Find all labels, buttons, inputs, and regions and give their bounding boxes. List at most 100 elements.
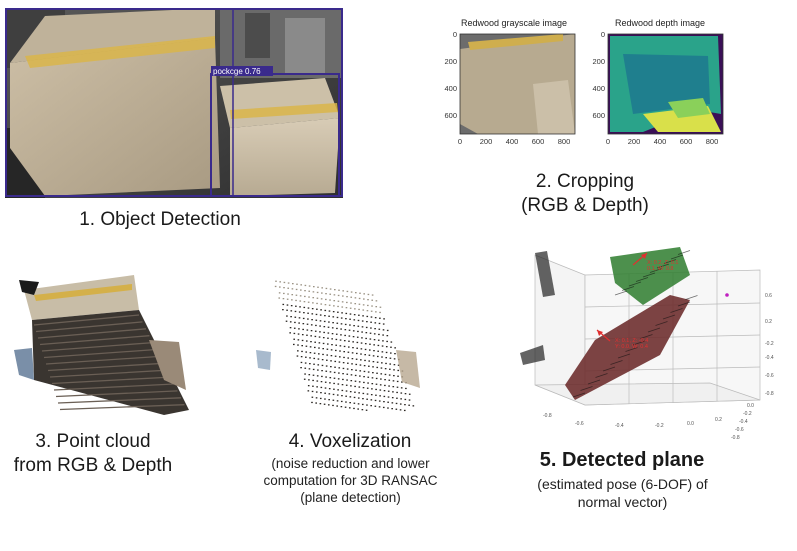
voxel-point [372, 361, 375, 363]
voxel-point [408, 404, 410, 406]
voxel-point [308, 368, 311, 370]
voxel-point [353, 396, 356, 399]
voxel-point [315, 319, 318, 321]
voxel-point [350, 291, 353, 293]
voxel-point [346, 373, 349, 375]
plane-stripe [670, 308, 683, 313]
voxel-point [353, 319, 356, 321]
voxel-point [360, 342, 363, 344]
voxel-point [366, 393, 369, 395]
voxel-point [361, 331, 363, 333]
voxel-point [322, 348, 324, 350]
voxel-point [278, 297, 281, 299]
voxel-point [338, 289, 340, 291]
voxel-point [324, 381, 327, 383]
plane-stripe [632, 340, 646, 346]
voxel-point [352, 347, 354, 349]
voxel-point [287, 282, 290, 284]
voxel-point [382, 406, 385, 409]
voxel-point [331, 338, 333, 340]
voxel-point [371, 388, 373, 390]
voxel-point [334, 366, 336, 368]
voxel-point [395, 408, 398, 410]
voxel-point [316, 302, 318, 305]
voxel-point [396, 391, 398, 394]
voxel-point [329, 382, 331, 384]
voxel-point [377, 350, 379, 352]
voxel-point [381, 356, 383, 358]
voxel-point [286, 315, 288, 317]
voxel-point [373, 344, 375, 346]
voxel-point [358, 386, 361, 388]
voxel-point [320, 381, 323, 383]
voxel-point [329, 293, 332, 295]
voxel-point [291, 288, 294, 290]
voxel-point [328, 310, 331, 312]
voxel-point [294, 321, 296, 324]
depth-xtick-2: 400 [654, 137, 667, 146]
caption-point-cloud-line2: from RGB & Depth [13, 454, 173, 476]
voxel-point [393, 375, 395, 377]
voxel-point [283, 287, 285, 289]
voxel-point [336, 322, 339, 324]
voxel-point [321, 359, 324, 361]
point-cloud-stripe [37, 328, 147, 339]
voxel-point [287, 287, 290, 289]
voxel-point [310, 324, 313, 326]
voxel-point [359, 375, 361, 377]
voxel-point [369, 338, 372, 340]
voxel-point [301, 339, 304, 342]
voxel-point [379, 389, 382, 391]
voxel-point [395, 402, 398, 405]
voxel-point [337, 378, 340, 380]
voxel-point [314, 341, 316, 343]
voxel-point [319, 320, 322, 322]
voxel-point [348, 407, 351, 409]
voxel-point [393, 358, 396, 360]
plane-stripe [572, 392, 586, 398]
voxel-point [336, 394, 339, 396]
voxel-point [351, 363, 353, 365]
voxel-point [323, 320, 326, 323]
voxel-point [318, 336, 321, 338]
voxel-point [354, 374, 357, 377]
voxel-point [349, 402, 351, 404]
gray-xtick-3: 600 [532, 137, 545, 146]
voxel-point [373, 333, 376, 335]
voxel-point [354, 308, 356, 310]
detected-plane-note-line2: normal vector) [577, 493, 668, 510]
voxel-point [279, 281, 281, 283]
voxel-point [320, 309, 322, 311]
voxel-point [304, 290, 306, 292]
voxel-point [375, 377, 378, 380]
voxel-point [327, 332, 330, 334]
voxel-point [320, 386, 323, 389]
voxel-point [347, 362, 349, 364]
voxel-point [353, 314, 356, 316]
voxel-point [384, 368, 387, 370]
voxel-point [305, 356, 307, 358]
voxel-point [375, 311, 377, 313]
voxel-point [380, 373, 383, 375]
caption-point-cloud-line1: 3. Point cloud [35, 431, 151, 452]
right-tick-0: 0.6 [765, 293, 772, 299]
voxel-point [332, 322, 334, 324]
voxel-point [331, 333, 334, 335]
bottom-tick-1: -0.6 [575, 421, 584, 427]
point-cloud-stripe [39, 335, 150, 346]
voxel-point [311, 319, 313, 321]
point-cloud-stripe [45, 355, 161, 365]
voxel-point [307, 307, 310, 309]
voxel-point [389, 368, 391, 370]
voxel-point [378, 328, 381, 330]
voxel-point [341, 389, 344, 392]
voxel-point [362, 309, 365, 311]
voxel-point [339, 356, 341, 358]
voxel-point [385, 351, 388, 354]
voxel-point [330, 360, 332, 362]
voxelization-note-line1: (noise reduction and lower [271, 456, 430, 471]
voxel-point [357, 319, 360, 322]
voxel-point [387, 396, 390, 398]
voxel-point [323, 403, 326, 405]
voxel-point [366, 387, 369, 389]
